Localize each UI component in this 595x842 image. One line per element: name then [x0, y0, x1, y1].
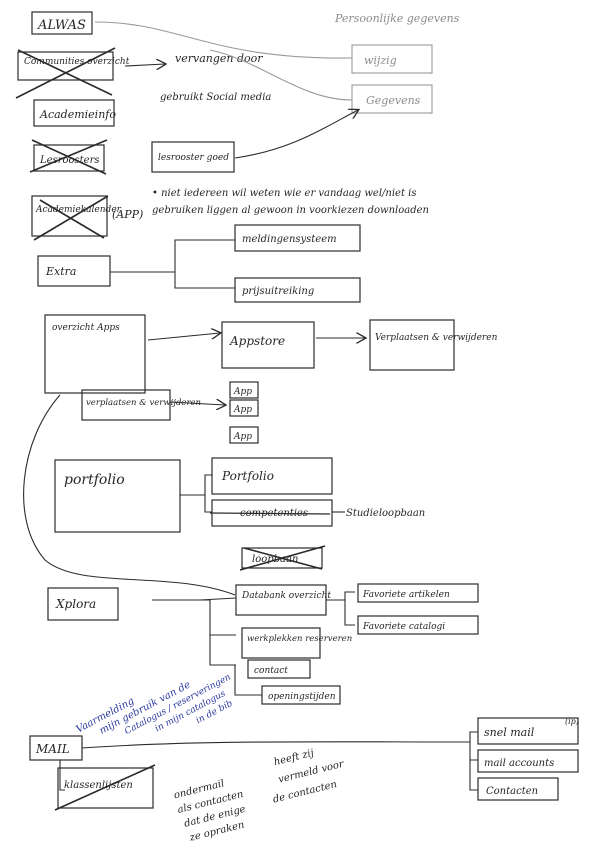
arrow-apps-appstore [147, 333, 220, 341]
lesrooster-goed-node: lesrooster goed [151, 141, 235, 173]
tree-xplora [152, 597, 237, 666]
blue-notes: Vaarmelding mijn gebruik van de Catalogu… [74, 672, 234, 737]
line-to-gegevens [209, 49, 353, 101]
lesroosters-label: Lesroosters [39, 155, 100, 166]
klassenlijsten-node: klassenlijsten [54, 764, 156, 811]
favoriete-catalogi-label: Favoriete catalogi [362, 622, 445, 632]
persoonlijke-gegevens-label: Persoonlijke gegevens [334, 12, 460, 25]
alwas-label: ALWAS [37, 18, 86, 33]
ip-note: (ip) [565, 717, 579, 726]
alwas-node: ALWAS [31, 11, 93, 35]
openingstijden-label: openingstijden [268, 692, 336, 702]
communities-node: Communities overzicht [15, 47, 130, 99]
gebruikt-social-label: gebruikt Social media [160, 92, 271, 103]
snel-mail-node: snel mail (ip) [477, 717, 579, 745]
mail-node: MAIL [29, 735, 83, 761]
contact-node: contact [247, 659, 311, 679]
app-item-1: App [233, 387, 252, 397]
academiekalender-label: Academiekalender [35, 205, 122, 215]
mail-note: ondermail als contacten dat de enige ze … [173, 748, 346, 842]
line-alwas-wijzig [94, 21, 353, 59]
databank-node: Databank overzicht [235, 584, 331, 616]
persoonlijke-gegevens-node: Persoonlijke gegevens wijzig Gegevens [334, 12, 460, 114]
arrow-communities [124, 64, 165, 66]
xplora-label: Xplora [55, 597, 96, 611]
mail-accounts-label: mail accounts [484, 758, 554, 769]
vervangen-label: vervangen door [175, 52, 263, 65]
databank-label: Databank overzicht [241, 591, 331, 601]
meldingensysteem-label: meldingensysteem [242, 234, 337, 245]
mail-label: MAIL [35, 742, 70, 756]
werkplek-node: werkplekken reserveren [241, 627, 352, 659]
appstore-node: Appstore [221, 321, 315, 369]
contacten-label: Contacten [486, 786, 538, 797]
arrow-to-apps [169, 402, 225, 405]
klassenlijsten-label: klassenlijsten [64, 780, 133, 791]
favoriete-artikelen-label: Favoriete artikelen [362, 590, 450, 600]
prijsuitreiking-node: prijsuitreiking [234, 277, 361, 303]
tree-portfolio [180, 474, 212, 513]
portfolio-main-node: portfolio [54, 459, 181, 533]
loopbaan-strike-node: loopbaan [239, 545, 326, 571]
portfolio-main-label: portfolio [64, 472, 125, 488]
mail-accounts-node: mail accounts [477, 749, 579, 773]
arrow-lesrooster-gegevens [234, 110, 358, 159]
communities-label: Communities overzicht [24, 57, 130, 67]
studieloopbaan-label: Studieloopbaan [346, 508, 425, 519]
openingstijden-node: openingstijden [261, 685, 341, 705]
werkplek-label: werkplekken reserveren [247, 634, 352, 644]
portfolio-node: Portfolio [211, 457, 333, 495]
snel-mail-label: snel mail [484, 726, 535, 739]
heeft-zij-label: heeft zij [273, 748, 315, 769]
lesroosters-node: Lesroosters [29, 139, 108, 175]
portfolio-label: Portfolio [221, 469, 274, 483]
verplaatsen-small-node: verplaatsen & verwijderen [81, 389, 201, 421]
gegevens-label: Gegevens [366, 94, 421, 107]
favoriete-artikelen-node: Favoriete artikelen [357, 583, 479, 603]
app-list: App App App [229, 381, 259, 444]
contacten-node: Contacten [477, 777, 559, 801]
competenties-node: competenties [209, 499, 333, 527]
extra-node: Extra [37, 255, 111, 287]
app-item-2: App [233, 405, 252, 415]
note-line-1: • niet iedereen wil weten wie er vandaag… [152, 188, 417, 199]
xplora-node: Xplora [47, 587, 119, 621]
extra-label: Extra [45, 265, 76, 278]
academiekalender-node: Academiekalender [31, 195, 122, 241]
verplaatsen-small-label: verplaatsen & verwijderen [86, 398, 201, 408]
wijzig-label: wijzig [364, 54, 397, 67]
line-openingstijden [234, 665, 262, 696]
app-item-3: App [233, 432, 252, 442]
lesrooster-goed-label: lesrooster goed [158, 153, 229, 163]
contact-label: contact [254, 666, 288, 676]
line-klassenlijsten [59, 760, 65, 791]
prijsuitreiking-label: prijsuitreiking [242, 286, 314, 297]
curve-left [23, 394, 236, 596]
app-note: (APP) [112, 208, 143, 221]
academieinfo-label: Academieinfo [39, 108, 116, 121]
meldingensysteem-node: meldingensysteem [234, 224, 361, 252]
appstore-label: Appstore [229, 334, 285, 348]
tree-databank [326, 591, 355, 626]
overzicht-apps-node: overzicht Apps [44, 314, 146, 394]
academieinfo-node: Academieinfo [33, 99, 116, 127]
line-mail [81, 741, 471, 749]
favoriete-catalogi-node: Favoriete catalogi [357, 615, 479, 635]
verplaatsen-node: Verplaatsen & verwijderen [369, 319, 498, 371]
tree-mail [469, 731, 478, 791]
verplaatsen-label: Verplaatsen & verwijderen [375, 333, 498, 343]
note-line-2: gebruiken liggen al gewoon in voorkiezen… [152, 205, 429, 216]
overzicht-label: overzicht Apps [52, 323, 120, 333]
tree-extra [110, 239, 235, 289]
